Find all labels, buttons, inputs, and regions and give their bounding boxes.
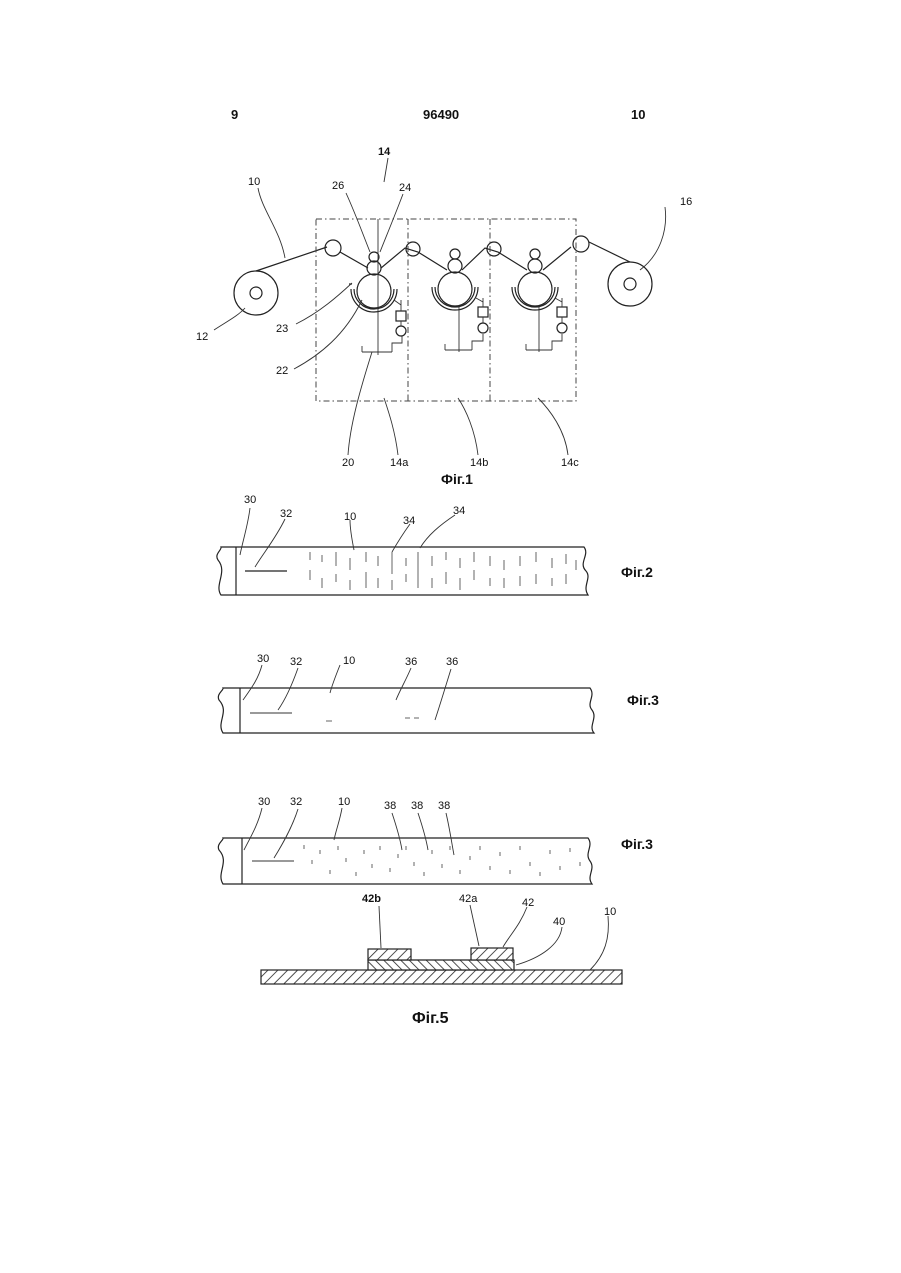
label-34: 34 (453, 505, 465, 517)
label-10: 10 (604, 906, 616, 918)
label-10: 10 (248, 176, 260, 188)
supply-roll-12 (234, 271, 278, 315)
figure-2: 30 32 10 34 34 Фіг.2 (217, 494, 653, 595)
label-14: 14 (378, 146, 391, 158)
label-30: 30 (258, 796, 270, 808)
figure-3-second: 30 32 10 38 38 38 Фіг.3 (218, 796, 653, 884)
station-14a (349, 219, 406, 355)
label-14a: 14a (390, 457, 409, 469)
label-20: 20 (342, 457, 354, 469)
idler-roller (573, 236, 589, 252)
takeup-roll-16 (608, 262, 652, 306)
label-10: 10 (343, 655, 355, 667)
label-14b: 14b (470, 457, 488, 469)
label-36: 36 (405, 656, 417, 668)
figure-5: 42b 42a 42 40 10 Фіг.5 (261, 893, 622, 1027)
label-24: 24 (399, 182, 411, 194)
label-32: 32 (290, 796, 302, 808)
label-38: 38 (384, 800, 396, 812)
idler-roller (325, 240, 341, 256)
label-38: 38 (438, 800, 450, 812)
label-10: 10 (338, 796, 350, 808)
label-32: 32 (280, 508, 292, 520)
substrate-10 (261, 970, 622, 984)
figure-1: 14 10 26 24 16 12 23 22 20 14a 14b 14c Ф… (196, 146, 692, 487)
right-page-number: 10 (631, 107, 645, 122)
label-22: 22 (276, 365, 288, 377)
label-14c: 14c (561, 457, 579, 469)
figure-2-caption: Фіг.2 (621, 564, 653, 580)
label-42: 42 (522, 897, 534, 909)
label-42a: 42a (459, 893, 478, 905)
station-14b (432, 249, 488, 352)
tape-dot-pattern (304, 845, 580, 876)
element-42b (368, 949, 411, 960)
label-40: 40 (553, 916, 565, 928)
figure-3-first: 30 32 10 36 36 Фіг.3 (218, 653, 659, 733)
figure-3-caption: Фіг.3 (627, 692, 659, 708)
patent-number: 96490 (423, 107, 459, 122)
label-30: 30 (244, 494, 256, 506)
label-12: 12 (196, 331, 208, 343)
label-26: 26 (332, 180, 344, 192)
figure-1-caption: Фіг.1 (441, 471, 473, 487)
station-14c (512, 249, 567, 352)
label-32: 32 (290, 656, 302, 668)
tape-dash-pattern (310, 552, 576, 590)
label-16: 16 (680, 196, 692, 208)
left-page-number: 9 (231, 107, 238, 122)
label-38: 38 (411, 800, 423, 812)
label-36: 36 (446, 656, 458, 668)
label-30: 30 (257, 653, 269, 665)
layer-40 (368, 960, 514, 970)
page-header: 9 96490 10 (231, 107, 645, 122)
label-34: 34 (403, 515, 415, 527)
element-42a (471, 948, 513, 960)
label-10: 10 (344, 511, 356, 523)
label-42b: 42b (362, 893, 381, 905)
figure-3-caption: Фіг.3 (621, 836, 653, 852)
label-23: 23 (276, 323, 288, 335)
figure-5-caption: Фіг.5 (412, 1010, 449, 1027)
